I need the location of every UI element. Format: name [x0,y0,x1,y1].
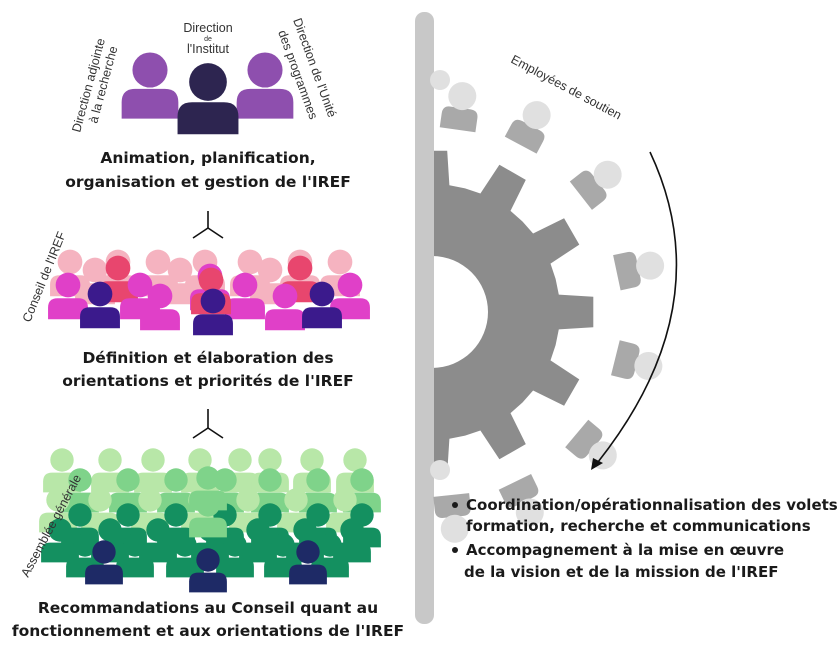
person-icon [116,533,154,578]
person-icon [157,468,195,513]
person-icon [333,518,371,563]
person-icon [299,468,337,513]
person-icon [140,283,180,331]
leadership-label-center-line-3: l'Institut [187,42,230,56]
person-icon [311,533,349,578]
partial-person-icon [430,460,450,480]
support-person-icon [613,251,665,291]
support-staff-group: Employées de soutien Coordination/opérat… [415,12,838,624]
support-person-icon [439,82,478,133]
council-caption-line-2: orientations et priorités de l'IREF [62,372,354,390]
person-icon [85,540,123,585]
bullet-dot [452,502,458,508]
connector-icon [192,211,224,239]
person-icon [166,533,204,578]
bullet-dot [452,547,458,553]
person-icon [225,272,265,320]
person-icon [302,281,342,329]
leadership-people [121,52,294,135]
person-icon [109,468,147,513]
bullet-2-line-2: de la vision et de la mission de l'IREF [464,563,778,581]
leadership-caption-line-2: organisation et gestion de l'IREF [65,173,351,191]
person-icon [216,533,254,578]
gear-icon [432,150,594,474]
arc-arrow [597,151,678,463]
person-icon [134,448,172,493]
person-icon [139,518,177,563]
partial-person-icon [430,70,450,90]
vertical-divider-bar [415,12,434,624]
assembly-group: Assemblée générale Recommandations au Co… [12,448,404,640]
person-icon [48,272,88,320]
support-person-icon [498,474,544,527]
person-icon [239,518,277,563]
council-people [48,249,370,336]
person-icon [193,288,233,336]
support-person-icon [565,419,617,470]
arrow-head-icon [591,458,603,470]
leadership-group: Direction adjointe à la recherche Direct… [65,16,351,191]
leadership-label-center-line-1: Direction [183,21,232,35]
bullet-1-line-1: Coordination/opérationnalisation des vol… [466,496,838,514]
council-caption-line-1: Définition et élaboration des [82,349,333,367]
person-icon [236,52,294,119]
support-person-icon [611,340,663,380]
person-icon [121,52,179,119]
person-icon [289,540,327,585]
bullet-2-line-1: Accompagnement à la mise en œuvre [466,541,784,559]
assembly-caption-line-1: Recommandations au Conseil quant au [38,599,378,617]
assembly-caption-line-2: fonctionnement et aux orientations de l'… [12,622,404,640]
person-icon [189,548,227,593]
support-people [430,70,665,543]
support-person-icon [433,493,471,543]
assembly-people [39,448,381,593]
person-icon [265,283,305,331]
support-person-icon [504,101,551,154]
person-icon [189,493,227,538]
connector-icon [192,409,224,439]
leadership-label-center-line-2: de [204,36,212,43]
leadership-caption-line-1: Animation, planification, [100,149,315,167]
person-icon [80,281,120,329]
support-person-icon [569,160,622,210]
council-group: Conseil de l'IREF Définition et élaborat… [20,229,370,390]
person-icon [177,63,239,135]
person-icon [251,468,289,513]
person-icon [41,518,79,563]
bullet-1-line-2: formation, recherche et communications [466,517,811,535]
